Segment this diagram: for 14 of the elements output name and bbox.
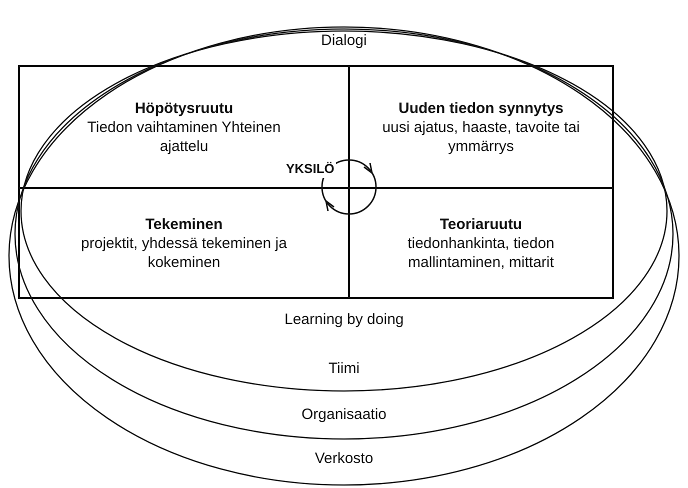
text-label: Dialogi (321, 32, 367, 50)
quadrant-text: tiedonhankinta, tiedon mallintaminen, mittarit (406, 234, 556, 272)
ring-label: Organisaatio (301, 406, 387, 424)
quadrant-heading: Teoriaruutu (440, 214, 522, 234)
quadrant-text: uusi ajatus, haaste, tavoite tai ymmärrys (381, 118, 581, 156)
text-label: YKSILÖ (284, 160, 336, 178)
quadrant-text: projektit, yhdessä tekeminen ja kokeminen (80, 234, 288, 272)
quadrant-text: Tiedon vaihtaminen Yhteinen ajattelu (86, 118, 282, 156)
quadrant-heading: Höpötysruutu (134, 98, 234, 118)
ring-label: Tiimi (328, 360, 360, 378)
ring-label: Verkosto (314, 450, 374, 468)
text-label: Learning by doing (284, 311, 404, 329)
quadrant-heading: Tekeminen (145, 214, 223, 234)
quadrant-heading: Uuden tiedon synnytys (398, 98, 564, 118)
